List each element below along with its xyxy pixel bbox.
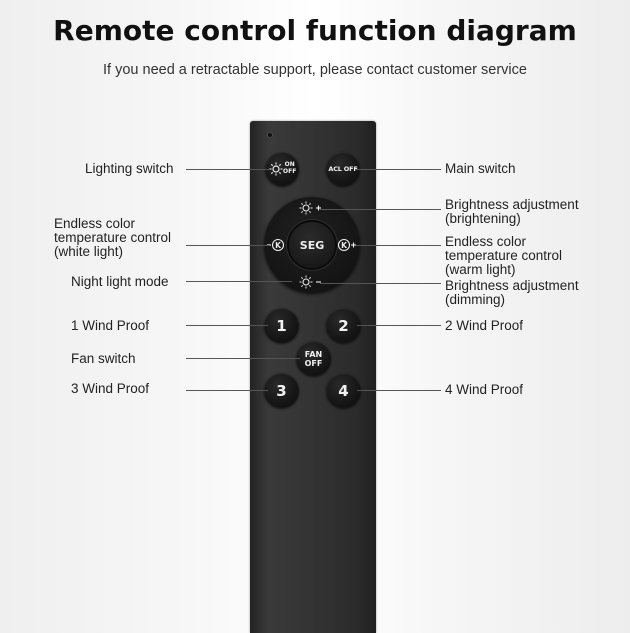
wind-1-button[interactable]: 1	[264, 308, 299, 343]
diagram-subtitle: If you need a retractable support, pleas…	[103, 62, 527, 78]
leader-line-white	[186, 245, 270, 246]
label-color-temp-warm: Endless color temperature control (warm …	[445, 234, 563, 277]
label-lighting-switch: Lighting switch	[85, 161, 174, 176]
label-fan-switch: Fan switch	[71, 351, 136, 366]
fan-button-label: FAN OFF	[304, 349, 323, 368]
label-wind-4: 4 Wind Proof	[445, 382, 524, 397]
label-brightness-up: Brightness adjustment (brightening)	[445, 197, 579, 226]
wind-4-button-label: 4	[338, 381, 349, 400]
wind-1-button-label: 1	[276, 316, 287, 335]
label-wind-2: 2 Wind Proof	[445, 318, 524, 333]
wind-3-button-label: 3	[276, 381, 287, 400]
sun-icon	[269, 162, 283, 176]
leader-line-dimming	[320, 283, 441, 284]
leader-line-lighting	[186, 169, 270, 170]
leader-line-wind-3	[186, 390, 268, 391]
svg-text:K: K	[275, 241, 282, 250]
wind-2-button-label: 2	[338, 316, 349, 335]
leader-line-fan	[186, 358, 300, 359]
leader-line-brighten	[320, 209, 441, 210]
brightness-up-icon[interactable]	[299, 201, 325, 215]
lighting-switch-button[interactable]: ON OFF	[265, 152, 299, 186]
main-switch-button[interactable]: ACL OFF	[326, 152, 360, 186]
main-button-label: ACL OFF	[328, 165, 358, 173]
label-night-light: Night light mode	[71, 274, 169, 289]
leader-line-wind-1	[186, 325, 268, 326]
label-wind-1: 1 Wind Proof	[71, 318, 150, 333]
light-button-label: ON OFF	[283, 161, 297, 175]
label-main-switch: Main switch	[445, 161, 516, 176]
fan-switch-button[interactable]: FAN OFF	[296, 341, 331, 376]
svg-text:K: K	[341, 241, 348, 250]
night-light-seg-button[interactable]: SEG	[289, 222, 335, 268]
indicator-led	[267, 132, 273, 138]
leader-line-wind-2	[357, 325, 441, 326]
label-brightness-down: Brightness adjustment (dimming)	[445, 278, 579, 307]
label-wind-3: 3 Wind Proof	[71, 381, 150, 396]
wind-2-button[interactable]: 2	[326, 308, 361, 343]
leader-line-night	[186, 281, 292, 282]
leader-line-wind-4	[357, 390, 441, 391]
leader-line-main	[355, 169, 441, 170]
color-temp-plus-icon[interactable]: K	[337, 238, 359, 252]
brightness-down-icon[interactable]	[299, 275, 325, 289]
wind-3-button[interactable]: 3	[264, 373, 299, 408]
wind-4-button[interactable]: 4	[326, 373, 361, 408]
seg-button-label: SEG	[299, 238, 325, 252]
leader-line-warm	[356, 245, 441, 246]
label-color-temp-white: Endless color temperature control (white…	[54, 216, 172, 259]
diagram-title: Remote control function diagram	[53, 14, 577, 47]
